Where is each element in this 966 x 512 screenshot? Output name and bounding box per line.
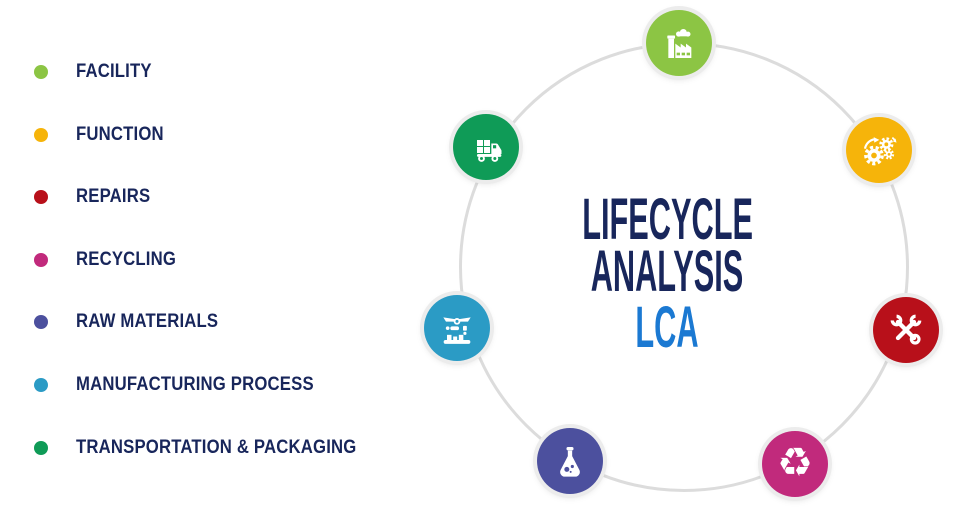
factory-icon bbox=[659, 23, 699, 63]
cycle-node-repairs bbox=[873, 297, 939, 363]
crossed-tools-icon bbox=[886, 310, 926, 350]
cycle-node-transportation-packaging bbox=[453, 114, 519, 180]
cycle-node-manufacturing-process bbox=[424, 295, 490, 361]
title-acronym: LCA bbox=[635, 295, 699, 360]
legend-item-function: FUNCTION bbox=[34, 123, 176, 147]
legend-item-raw-materials: RAW MATERIALS bbox=[34, 310, 238, 334]
gears-icon bbox=[859, 130, 899, 170]
facility-bullet bbox=[34, 65, 48, 79]
title-line-2: ANALYSIS bbox=[590, 239, 744, 304]
legend-label-recycling: RECYCLING bbox=[76, 249, 177, 270]
cycle-node-facility bbox=[646, 10, 712, 76]
function-bullet bbox=[34, 128, 48, 142]
manufacturing-process-bullet bbox=[34, 378, 48, 392]
delivery-truck-icon bbox=[466, 127, 506, 167]
raw-materials-bullet bbox=[34, 315, 48, 329]
legend-item-facility: FACILITY bbox=[34, 60, 162, 84]
legend-label-function: FUNCTION bbox=[76, 124, 164, 145]
legend-label-raw-materials: RAW MATERIALS bbox=[76, 311, 219, 332]
cycle-node-recycling: ♻ bbox=[762, 431, 828, 497]
legend: FACILITY FUNCTION REPAIRS RECYCLING RAW … bbox=[0, 0, 420, 512]
legend-label-repairs: REPAIRS bbox=[76, 186, 151, 207]
repairs-bullet bbox=[34, 190, 48, 204]
recycle-icon: ♻ bbox=[777, 440, 813, 486]
diagram-title: LIFECYCLE ANALYSIS LCA bbox=[507, 187, 827, 360]
legend-item-manufacturing-process: MANUFACTURING PROCESS bbox=[34, 373, 346, 397]
legend-item-transportation-packaging: TRANSPORTATION & PACKAGING bbox=[34, 436, 395, 460]
title-line-1: LIFECYCLE bbox=[582, 187, 753, 252]
cycle-node-raw-materials bbox=[537, 428, 603, 494]
legend-item-recycling: RECYCLING bbox=[34, 248, 190, 272]
legend-label-manufacturing-process: MANUFACTURING PROCESS bbox=[76, 374, 314, 395]
legend-item-repairs: REPAIRS bbox=[34, 185, 160, 209]
legend-label-transportation-packaging: TRANSPORTATION & PACKAGING bbox=[76, 437, 357, 458]
robotic-arm-icon bbox=[437, 308, 477, 348]
transportation-packaging-bullet bbox=[34, 441, 48, 455]
flask-icon bbox=[550, 441, 590, 481]
recycling-bullet bbox=[34, 253, 48, 267]
cycle-node-function bbox=[846, 117, 912, 183]
legend-label-facility: FACILITY bbox=[76, 61, 152, 82]
